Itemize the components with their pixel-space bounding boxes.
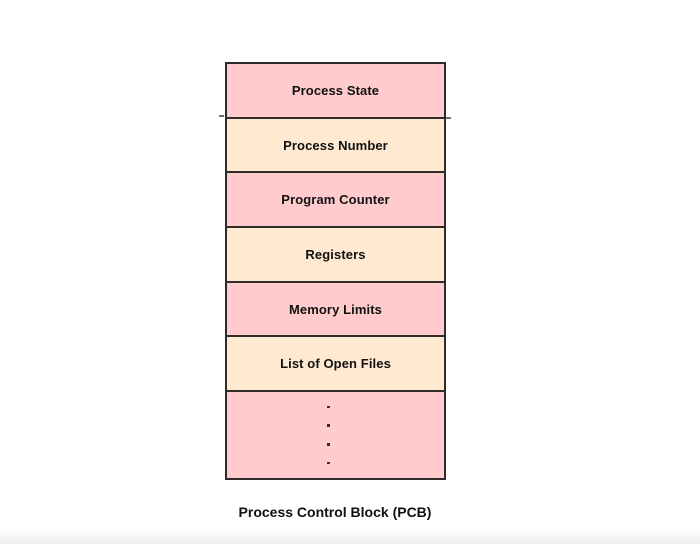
pcb-row-label: Process State xyxy=(291,82,380,98)
pcb-row-label: Memory Limits xyxy=(288,301,383,317)
pcb-row-label: List of Open Files xyxy=(280,356,391,372)
pcb-row-open-files: List of Open Files xyxy=(227,337,444,393)
pcb-diagram: Process State Process Number Program Cou… xyxy=(225,62,446,480)
ellipsis-dot: . xyxy=(327,424,330,428)
pcb-row-label: Registers xyxy=(305,246,366,262)
pcb-row-process-state: Process State xyxy=(227,64,444,119)
ellipsis-dot: . xyxy=(327,405,330,409)
bottom-gradient-strip xyxy=(0,528,700,544)
right-tick-mark xyxy=(446,117,451,119)
pcb-ellipsis-section: . . . . xyxy=(227,392,444,478)
pcb-row-label: Program Counter xyxy=(281,192,390,208)
pcb-row-label: Process Number xyxy=(283,137,388,153)
ellipsis-dot: . xyxy=(327,461,330,465)
pcb-row-registers: Registers xyxy=(227,228,444,283)
pcb-row-memory-limits: Memory Limits xyxy=(227,282,444,338)
pcb-row-program-counter: Program Counter xyxy=(227,173,444,229)
pcb-row-process-number: Process Number xyxy=(227,118,444,174)
diagram-caption: Process Control Block (PCB) xyxy=(238,504,432,520)
ellipsis-dot: . xyxy=(327,443,330,446)
left-tick-mark xyxy=(219,115,224,117)
